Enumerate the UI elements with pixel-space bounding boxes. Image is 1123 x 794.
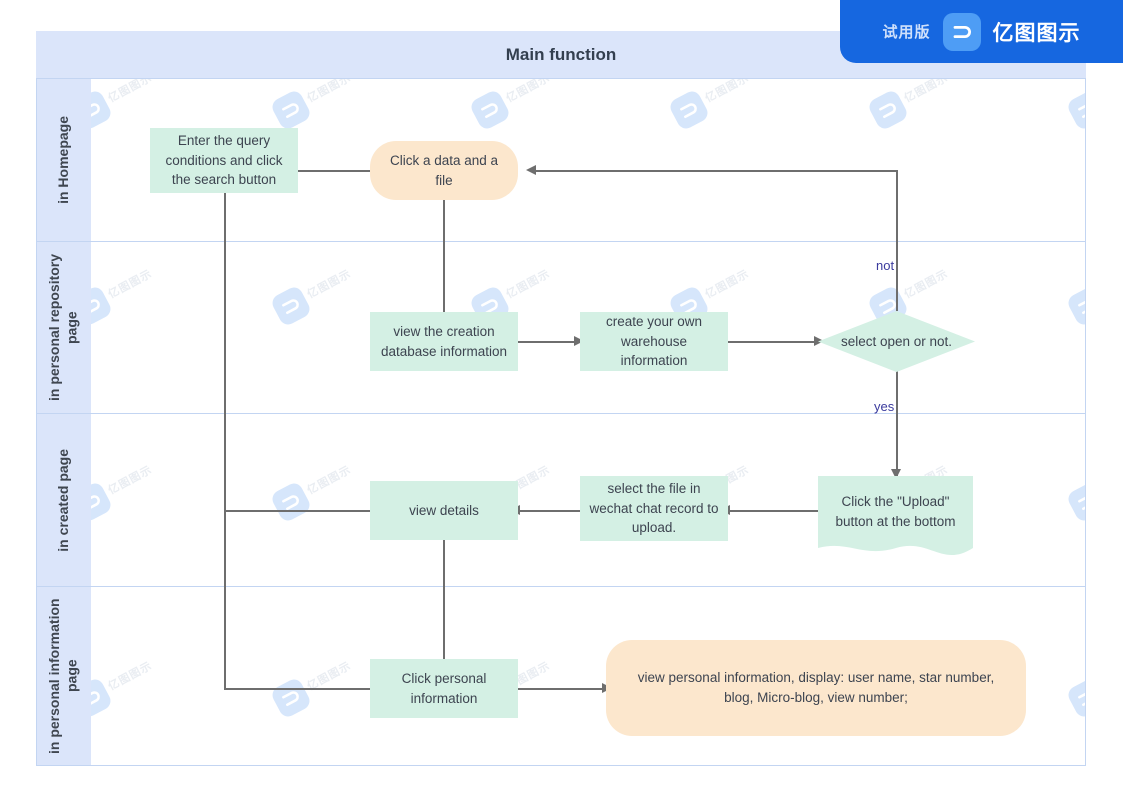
edge-arrow-warehouse-to-decision: [814, 336, 824, 346]
edraw-logo-icon: [942, 12, 981, 51]
diamond-shape-icon: [818, 311, 975, 372]
lane-header-information: in personal information page: [36, 587, 91, 765]
node-select-file[interactable]: select the file in wechat chat record to…: [580, 476, 728, 541]
lane-separator-2: [36, 413, 1086, 414]
edge-click-to-view-creation: [443, 200, 445, 331]
edge-enter-to-click: [298, 170, 384, 172]
edge-feedback-personal-horizontal: [224, 688, 370, 690]
node-click-data[interactable]: Click a data and a file: [370, 141, 518, 200]
edge-arrow-yes-to-upload: [891, 469, 901, 479]
edge-selectfile-to-details: [518, 510, 580, 512]
edge-not-horizontal: [534, 170, 898, 172]
lane-separator-1: [36, 241, 1086, 242]
frame-line-left: [36, 78, 37, 766]
trial-label: 试用版: [882, 24, 931, 41]
node-view-creation[interactable]: view the creation database information: [370, 312, 518, 371]
node-enter-query[interactable]: Enter the query conditions and click the…: [150, 128, 298, 193]
frame-line-top: [36, 78, 1086, 79]
lane-header-created: in created page: [36, 414, 91, 586]
edge-warehouse-to-decision: [728, 341, 818, 343]
frame-line-right: [1085, 78, 1086, 766]
edge-arrow-not-to-click: [526, 165, 536, 175]
node-click-upload[interactable]: Click the "Upload" button at the bottom: [818, 476, 973, 568]
node-view-personal-info[interactable]: view personal information, display: user…: [606, 640, 1026, 736]
edge-feedback-vertical: [224, 161, 226, 689]
swimlane-diagram: 亿图图示亿图图示亿图图示亿图图示亿图图示亿图图示亿图图示亿图图示亿图图示亿图图示…: [36, 31, 1086, 766]
lane-label-created: in created page: [54, 448, 71, 552]
lane-header-repository: in personal repository page: [36, 242, 91, 413]
edge-arrow-creation-to-warehouse: [574, 336, 584, 346]
edge-feedback-details-horizontal: [224, 510, 370, 512]
node-click-personal[interactable]: Click personal information: [370, 659, 518, 718]
lane-label-repository: in personal repository page: [46, 253, 80, 402]
edge-creation-to-warehouse: [518, 341, 578, 343]
lane-header-homepage: in Homepage: [36, 78, 91, 241]
node-select-open-label: select open or not.: [840, 333, 953, 349]
node-view-details[interactable]: view details: [370, 481, 518, 540]
edge-personal-to-viewpersonal: [518, 688, 606, 690]
node-create-warehouse[interactable]: create your own warehouse information: [580, 312, 728, 371]
page-title: Main function: [505, 44, 617, 64]
edge-upload-to-selectfile: [728, 510, 856, 512]
lane-label-information: in personal information page: [46, 598, 80, 754]
frame-line-bottom: [36, 765, 1086, 766]
brand-label: 亿图图示: [992, 21, 1081, 45]
edge-yes-vertical: [896, 371, 898, 476]
edge-label-not: not: [876, 258, 895, 273]
edge-label-yes: yes: [874, 399, 895, 414]
trial-banner: 试用版 亿图图示: [840, 0, 1123, 63]
edge-details-to-personal: [443, 540, 445, 675]
lane-label-homepage: in Homepage: [54, 115, 71, 204]
node-click-upload-label: Click the "Upload" button at the bottom: [835, 494, 956, 529]
lane-separator-3: [36, 586, 1086, 587]
lane-information: in personal information page: [36, 587, 1086, 765]
node-select-open-decision[interactable]: select open or not.: [818, 311, 975, 372]
edge-not-vertical: [896, 171, 898, 311]
